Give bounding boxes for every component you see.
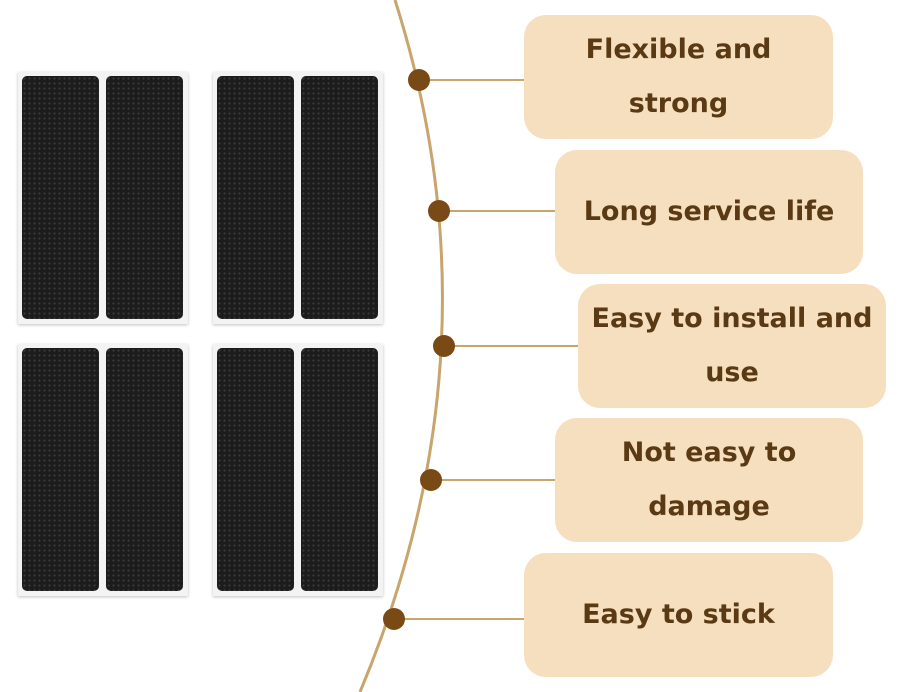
pad: [301, 76, 378, 319]
bullet-dot-icon: [383, 608, 405, 630]
connector-line: [395, 618, 530, 620]
bullet-dot-icon: [420, 469, 442, 491]
feature-easy-stick: Easy to stick: [524, 553, 833, 677]
pad: [22, 348, 99, 591]
connector-line: [440, 210, 560, 212]
bullet-dot-icon: [433, 335, 455, 357]
pad: [22, 76, 99, 319]
connector-line: [445, 345, 583, 347]
pad-sheet: [213, 344, 383, 596]
connector-line: [420, 79, 530, 81]
pad: [217, 348, 294, 591]
pad-sheet: [18, 72, 188, 324]
feature-label: Easy to stick: [582, 599, 775, 630]
feature-label: Flexible and strong: [585, 34, 772, 119]
feature-label: Easy to install and use: [591, 303, 873, 388]
feature-label: Not easy to damage: [621, 437, 797, 522]
connector-line: [432, 479, 560, 481]
pad-sheet: [213, 72, 383, 324]
bullet-dot-icon: [428, 200, 450, 222]
pad-sheet: [18, 344, 188, 596]
feature-label: Long service life: [583, 196, 835, 227]
pad: [106, 348, 183, 591]
pad: [106, 76, 183, 319]
pad: [217, 76, 294, 319]
bullet-dot-icon: [408, 69, 430, 91]
feature-not-easy-damage: Not easy to damage: [555, 418, 863, 542]
pad: [301, 348, 378, 591]
feature-long-service-life: Long service life: [555, 150, 863, 274]
feature-easy-install: Easy to install and use: [578, 284, 886, 408]
feature-flexible-strong: Flexible and strong: [524, 15, 833, 139]
